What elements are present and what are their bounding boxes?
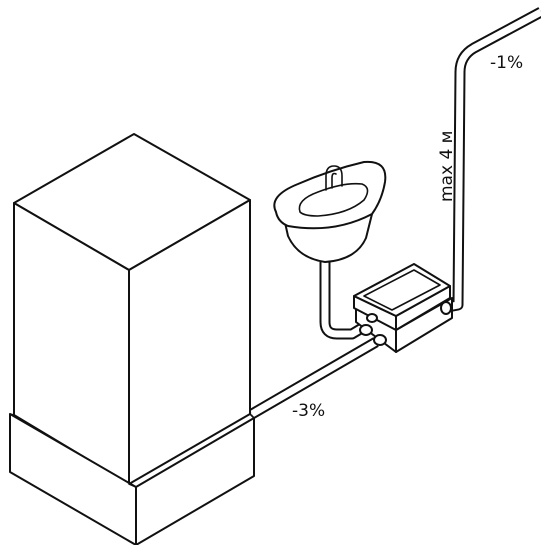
drain-pipe [249,337,379,419]
outlet-slope-label: -1% [490,53,523,73]
appliance [9,133,255,545]
outlet-riser-pipe [440,7,541,314]
washbasin [273,160,387,263]
pump-unit [353,263,453,353]
sink-waste-pipe [319,262,365,340]
drain-slope-label: -3% [292,401,325,421]
riser-height-label: max 4 м [437,131,457,203]
